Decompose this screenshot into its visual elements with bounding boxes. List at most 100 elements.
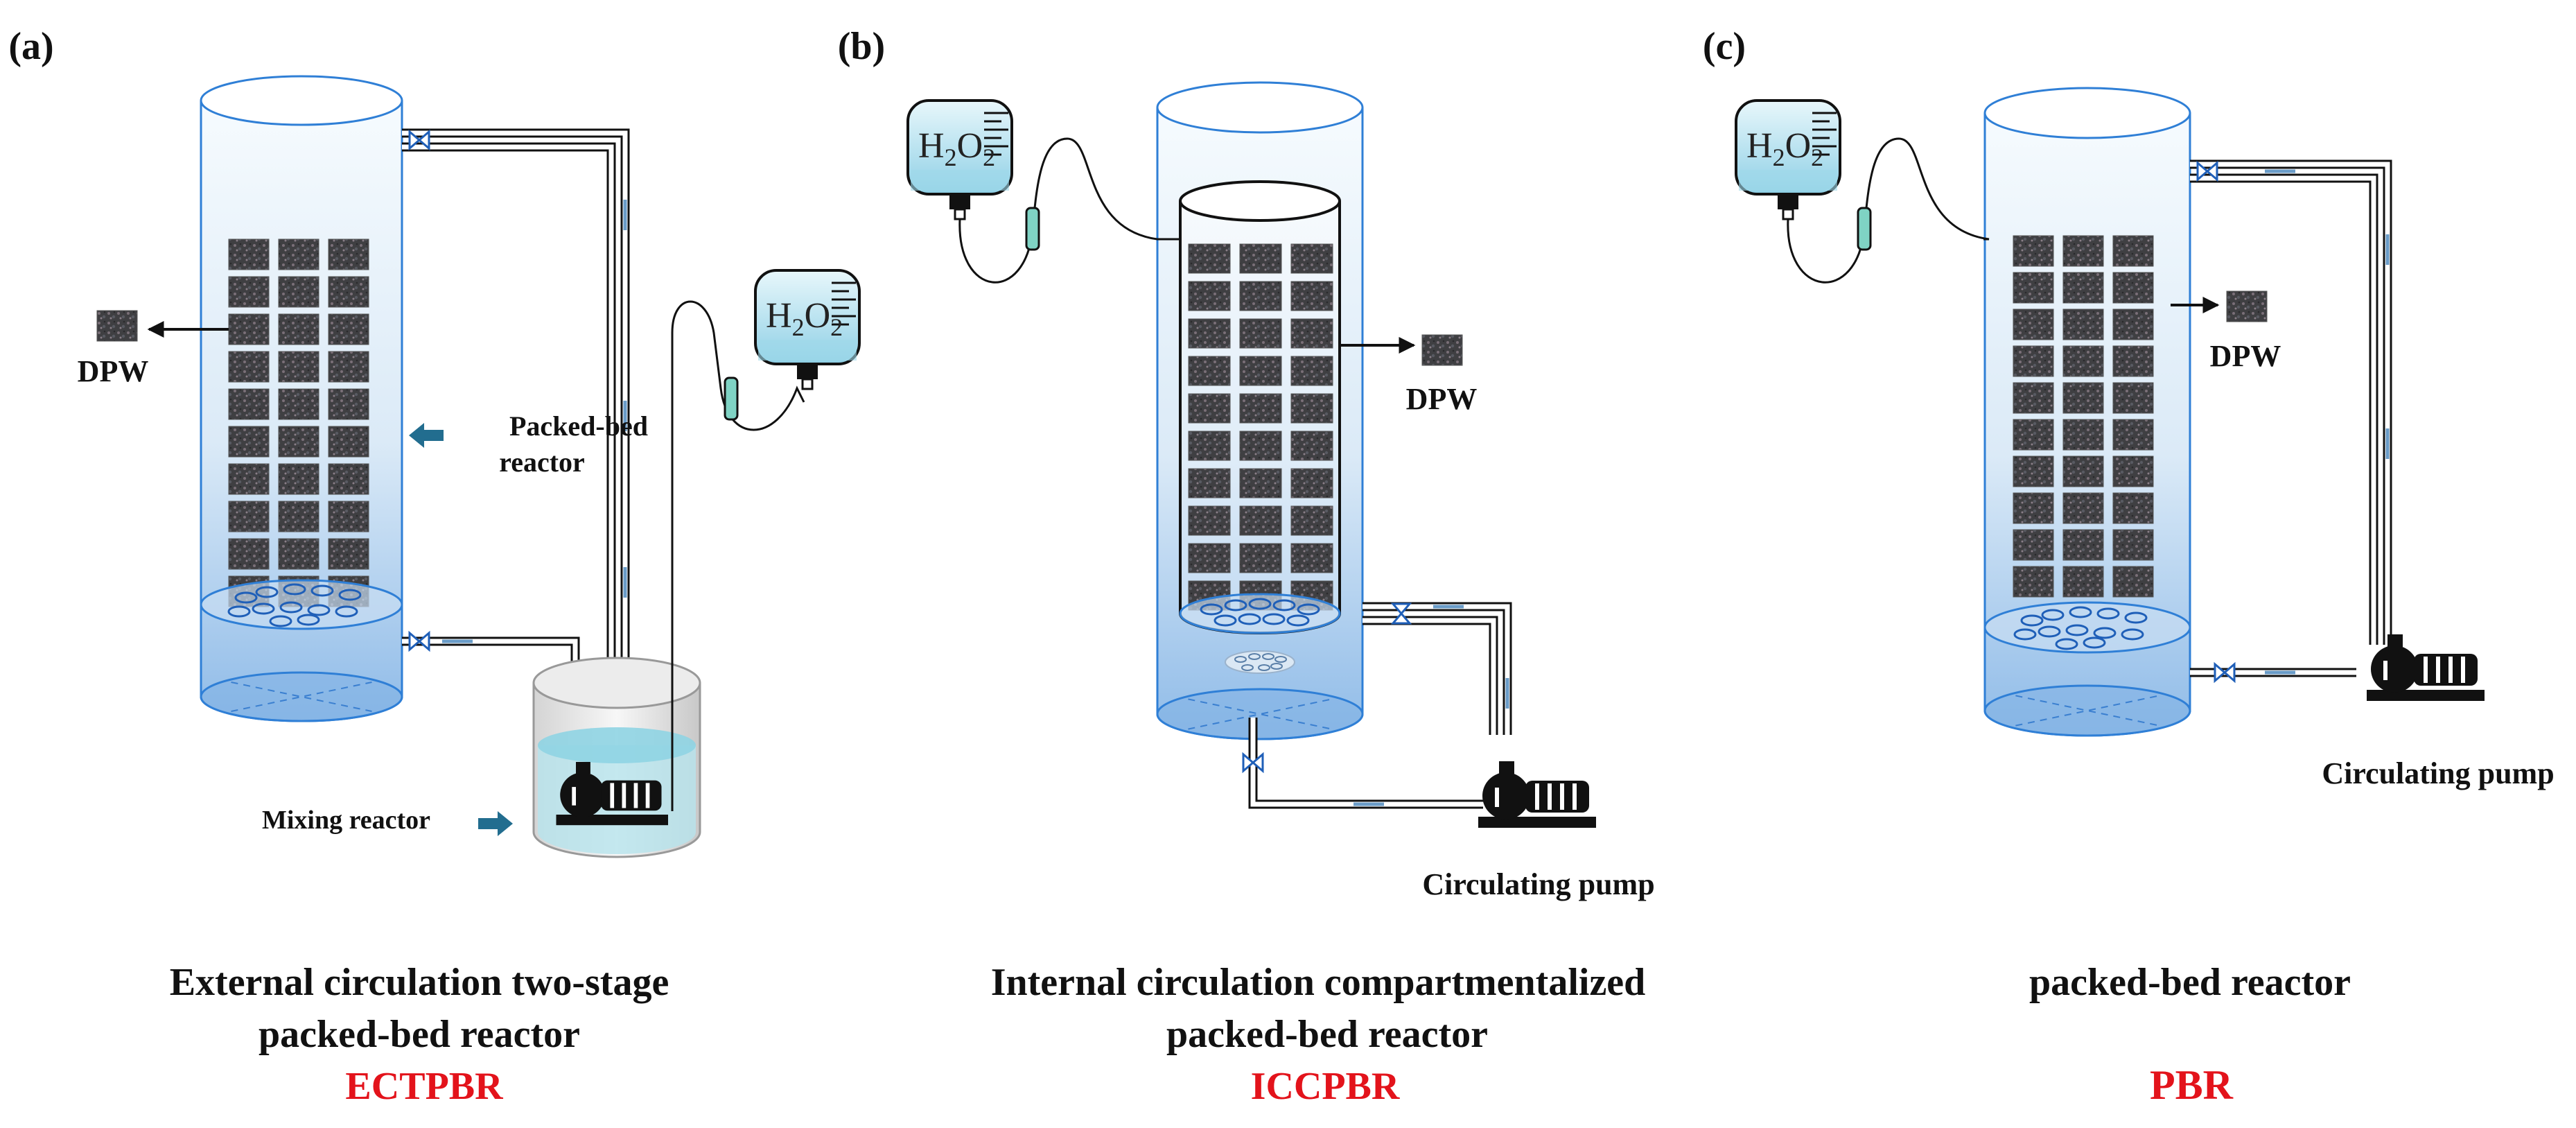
pump-motor	[601, 780, 662, 811]
plate-hole	[2055, 638, 2078, 650]
drip-chamber	[724, 376, 739, 421]
packing-block	[1290, 281, 1333, 311]
pipe-inner	[1363, 604, 1510, 735]
packing-block	[2062, 382, 2104, 414]
bag-cap	[797, 364, 818, 379]
plate-hole	[1297, 603, 1320, 616]
packing-block	[2013, 419, 2054, 451]
packing-block	[228, 388, 270, 420]
packing-block	[1290, 431, 1333, 461]
packing-block	[1188, 543, 1231, 573]
packing-block	[1290, 468, 1333, 498]
plate-hole	[2096, 607, 2120, 620]
nozzle-hole	[1270, 663, 1283, 670]
packing-block	[1188, 431, 1231, 461]
pipe-outer	[402, 142, 616, 673]
packing-block	[2013, 345, 2054, 377]
pipe-inner	[2190, 162, 2390, 645]
valve-icon	[2214, 661, 2236, 684]
packing-block	[278, 238, 319, 270]
pipe-inner	[2190, 175, 2376, 645]
nozzle-hole	[1262, 653, 1274, 660]
feed-tube	[958, 137, 1182, 284]
plate-hole	[2038, 625, 2061, 638]
title-b-line1: Internal circulation compartmentalized	[991, 961, 1646, 1004]
packing-block	[2112, 566, 2154, 598]
packing-block	[278, 313, 319, 345]
packing-block	[328, 538, 369, 570]
pipe-outer	[2190, 159, 2392, 645]
plate-hole	[1272, 599, 1296, 611]
packing-block	[1188, 505, 1231, 536]
plate-hole	[283, 583, 306, 596]
feed-tube	[671, 300, 805, 811]
plate-hole	[234, 591, 258, 604]
packing-block	[2062, 492, 2104, 524]
tank-rim	[532, 657, 701, 709]
packing-block	[1239, 543, 1282, 573]
pump-base	[1478, 817, 1596, 828]
dpw-label-a: DPW	[78, 354, 149, 388]
packing-block	[1239, 281, 1282, 311]
pipe-outer	[2190, 173, 2378, 645]
plate-hole	[2093, 627, 2117, 639]
packing-block	[2062, 419, 2104, 451]
packing-block	[2062, 345, 2104, 377]
title-a-line2: packed-bed reactor	[259, 1013, 580, 1056]
packing-block	[2013, 492, 2054, 524]
title-a-line1: External circulation two-stage	[170, 961, 669, 1004]
packing-block	[2112, 345, 2154, 377]
plate-hole	[252, 602, 275, 615]
packing-block	[2062, 529, 2104, 561]
column-bottom	[1156, 688, 1364, 740]
plate-hole	[335, 605, 358, 618]
plate-hole	[1286, 614, 1310, 627]
packing-block	[2013, 382, 2054, 414]
plate-hole	[279, 601, 303, 614]
packing-block	[1239, 318, 1282, 349]
packing-block	[2062, 455, 2104, 487]
column-top	[200, 75, 403, 126]
valve-icon	[1242, 752, 1264, 774]
valve-icon	[1390, 602, 1412, 625]
packing-block	[278, 501, 319, 532]
packing-block	[328, 463, 369, 495]
packing-block	[2112, 492, 2154, 524]
packing-block	[278, 538, 319, 570]
nozzle-hole	[1241, 664, 1254, 671]
plate-hole	[2124, 611, 2148, 624]
packing-block	[1290, 543, 1333, 573]
bag-liquid	[911, 170, 1009, 191]
packing-block	[1290, 356, 1333, 386]
packing-block	[228, 463, 270, 495]
column-top	[1983, 87, 2191, 139]
pump-volute	[560, 772, 605, 817]
pump-base	[556, 815, 668, 826]
title-b-line2: packed-bed reactor	[1166, 1013, 1488, 1056]
packing-block	[278, 351, 319, 383]
abbr-a: ECTPBR	[345, 1065, 503, 1108]
inner-top	[1179, 180, 1341, 222]
h2o2-label: H2O2	[766, 296, 843, 341]
indicator-arrow	[409, 423, 444, 448]
bag-cap	[949, 194, 970, 209]
valve-icon	[408, 630, 430, 652]
plate-hole	[2020, 614, 2044, 627]
packing-block	[228, 538, 270, 570]
pump-fin	[572, 787, 576, 806]
packing-block	[2013, 272, 2054, 304]
bag-cap	[1778, 194, 1798, 209]
pump-icon	[2367, 634, 2485, 701]
pump-outlet	[576, 762, 590, 774]
packing-block	[2013, 309, 2054, 340]
nozzle-hole	[1274, 656, 1287, 663]
packing-block	[1239, 468, 1282, 498]
pipe-outer	[1363, 616, 1498, 735]
packing-block	[228, 426, 270, 458]
pump-fin	[1495, 788, 1499, 807]
packing-block	[1239, 393, 1282, 424]
abbr-b: ICCPBR	[1251, 1065, 1400, 1108]
